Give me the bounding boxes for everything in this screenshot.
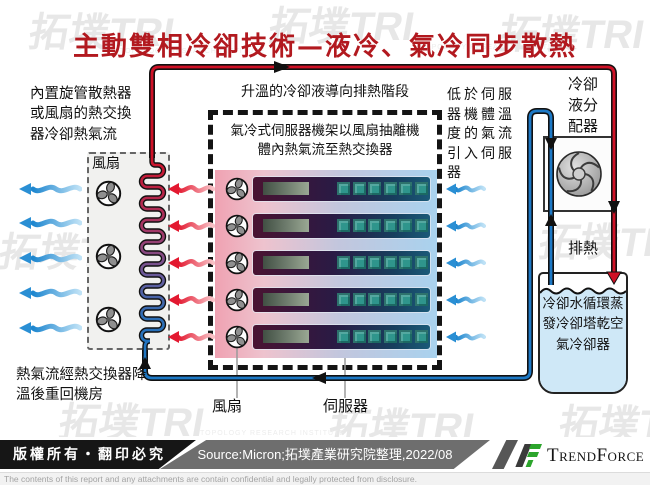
footer-decorative-stripe bbox=[492, 440, 518, 469]
coolant-distribution-unit-box bbox=[543, 136, 613, 212]
label-exchanger-fan: 風扇 bbox=[92, 155, 120, 171]
label-cdu: 冷卻液分配器 bbox=[568, 76, 599, 135]
trendforce-logo-icon bbox=[515, 444, 543, 467]
server-panel bbox=[263, 256, 309, 269]
server-panel bbox=[263, 219, 309, 232]
server-unit bbox=[253, 251, 430, 275]
server-drive-leds bbox=[337, 256, 428, 269]
server-drive-leds bbox=[337, 293, 428, 306]
brand-name: TrendForce bbox=[547, 444, 645, 466]
note-heat-exchanger: 內置旋管散熱器或風扇的熱交換器冷卻熱氣流 bbox=[30, 86, 132, 143]
watermark-institute: TOPOLOGY RESEARCH INSTITUTE bbox=[120, 48, 265, 55]
label-tank: 冷卻水循環蒸發冷卻塔乾空氣冷卻器 bbox=[542, 296, 624, 352]
server-unit bbox=[253, 177, 430, 201]
note-cool-air: 低於伺服器機體溫度的氣流引入伺服器 bbox=[447, 86, 515, 181]
watermark-institute: TOPOLOGY RESEARCH INSTITUTE bbox=[420, 44, 565, 51]
rack-caption: 氣冷式伺服器機架以風扇抽離機體內熱氣流至熱交換器 bbox=[230, 123, 420, 157]
brand-logo: TrendForce bbox=[515, 442, 645, 469]
server-unit bbox=[253, 325, 430, 349]
watermark-institute: TOPOLOGY RESEARCH INSTITUTE bbox=[200, 430, 345, 437]
server-drive-leds bbox=[337, 182, 428, 195]
disclaimer-text: The contents of this report and any atta… bbox=[0, 472, 650, 485]
server-drive-leds bbox=[337, 330, 428, 343]
copyright-banner: 版權所有‧翻印必究 bbox=[0, 440, 196, 469]
footer: 版權所有‧翻印必究 Source:Micron;拓墣產業研究院整理,2022/0… bbox=[0, 437, 650, 485]
server-panel bbox=[263, 182, 309, 195]
page-title: 主動雙相冷卻技術—液冷、氣冷同步散熱 bbox=[72, 32, 577, 62]
label-heat-reject: 排熱 bbox=[568, 240, 599, 257]
heat-exchanger-box bbox=[87, 152, 170, 350]
server-unit bbox=[253, 214, 430, 238]
callout-fan-label: 風扇 bbox=[212, 398, 243, 415]
server-panel bbox=[263, 330, 309, 343]
note-return-air: 熱氣流經熱交換器降溫後重回機房 bbox=[16, 367, 147, 404]
server-panel bbox=[263, 293, 309, 306]
server-drive-leds bbox=[337, 219, 428, 232]
note-warm-coolant: 升溫的冷卻液導向排熱階段 bbox=[241, 83, 409, 99]
callout-server-label: 伺服器 bbox=[323, 398, 369, 415]
server-unit bbox=[253, 288, 430, 312]
source-banner: Source:Micron;拓墣產業研究院整理,2022/08 bbox=[160, 440, 490, 469]
